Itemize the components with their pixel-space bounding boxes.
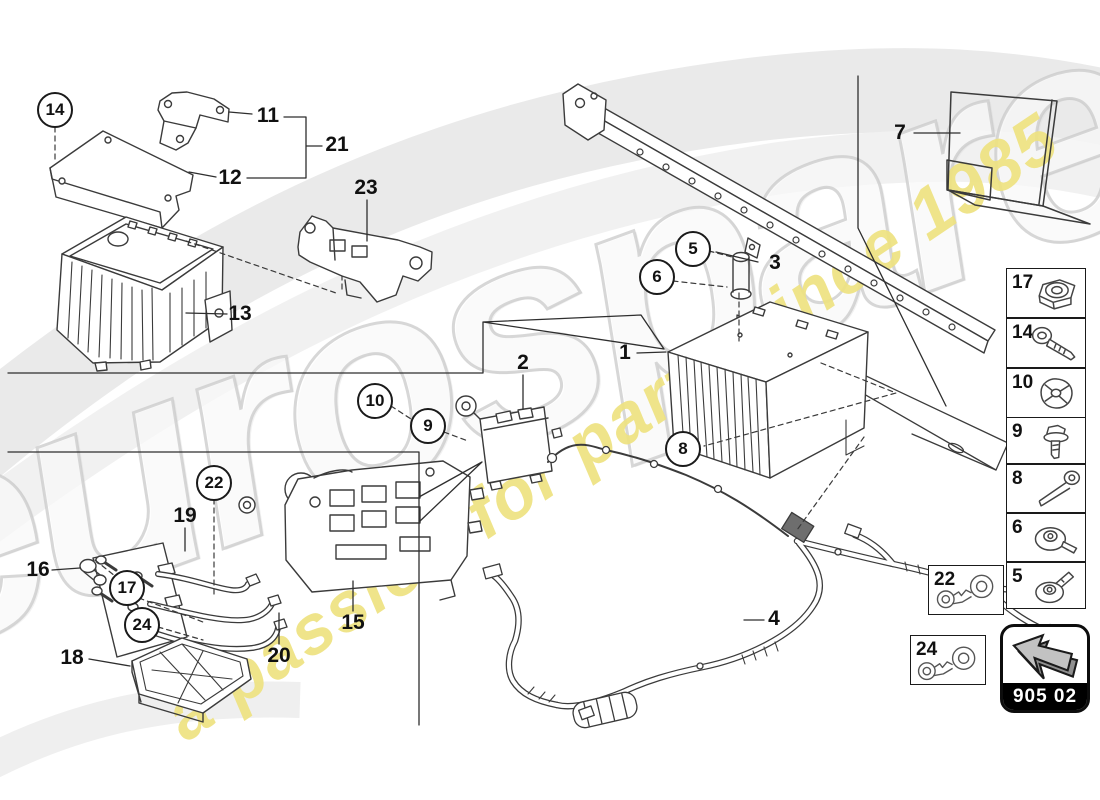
- part-label-23[interactable]: 23: [354, 176, 378, 199]
- module-wire: [546, 443, 789, 537]
- part-label-3[interactable]: 3: [769, 251, 781, 274]
- callout-circle-17[interactable]: 17: [109, 570, 145, 606]
- part-label-15[interactable]: 15: [341, 611, 365, 634]
- control-module-part-2: [455, 395, 563, 491]
- part-label-21[interactable]: 21: [325, 133, 349, 156]
- part-group-code: 905 02: [1003, 683, 1087, 710]
- callout-circle-22[interactable]: 22: [196, 465, 232, 501]
- aux-number: 22: [934, 569, 956, 590]
- washer-screw-icon: [1035, 571, 1075, 604]
- part-label-4[interactable]: 4: [768, 607, 780, 630]
- legend-number: 8: [1012, 468, 1023, 489]
- housing-part-13: [56, 216, 233, 372]
- lock-nut-icon: [1038, 279, 1076, 310]
- legend-box-14[interactable]: 14: [1006, 318, 1086, 368]
- legend-number: 10: [1012, 372, 1034, 393]
- callout-circle-24[interactable]: 24: [124, 607, 160, 643]
- ring-terminal-icon: [936, 574, 994, 609]
- legend-box-9[interactable]: 9: [1006, 417, 1086, 464]
- bracket-part-11: [157, 91, 230, 151]
- part-label-16[interactable]: 16: [26, 558, 50, 581]
- dashed-leader-lines: [54, 126, 897, 641]
- tray-part-18: [131, 637, 252, 723]
- back-arrow-icon: [1012, 633, 1079, 680]
- part-label-2[interactable]: 2: [517, 351, 529, 374]
- legend-number: 14: [1012, 322, 1034, 343]
- screw-part-16: [79, 558, 107, 586]
- washer-screw-icon: [1034, 526, 1078, 554]
- aux-box-22[interactable]: 22: [928, 565, 1004, 615]
- legend-box-6[interactable]: 6: [1006, 513, 1086, 562]
- cover-part-12: [49, 130, 194, 229]
- leader-lines: [7, 75, 961, 726]
- pan-head-screw-icon: [1031, 326, 1076, 361]
- aux-number: 24: [916, 639, 938, 660]
- part-label-1[interactable]: 1: [619, 341, 631, 364]
- panel-part-7: [946, 91, 1091, 225]
- frame-rail: [562, 83, 996, 354]
- legend-number: 17: [1012, 272, 1034, 293]
- part-label-20[interactable]: 20: [267, 644, 291, 667]
- part-label-12[interactable]: 12: [218, 166, 242, 189]
- carrier-part-23: [297, 215, 433, 303]
- flange-bolt-icon: [1043, 424, 1069, 460]
- long-bolt-icon: [1038, 470, 1081, 507]
- callout-circle-8[interactable]: 8: [665, 431, 701, 467]
- cap-nut-icon: [1040, 378, 1073, 409]
- part-label-11[interactable]: 11: [256, 104, 280, 127]
- aux-box-24[interactable]: 24: [910, 635, 986, 685]
- legend-number: 5: [1012, 566, 1023, 587]
- callout-circle-5[interactable]: 5: [675, 231, 711, 267]
- legend-box-5[interactable]: 5: [1006, 562, 1086, 609]
- legend-number: 9: [1012, 421, 1023, 442]
- part-label-19[interactable]: 19: [173, 504, 197, 527]
- cables-part-20: [143, 571, 288, 652]
- legend-number: 6: [1012, 517, 1023, 538]
- part-group-badge[interactable]: 905 02: [1000, 624, 1090, 713]
- legend-box-10[interactable]: 10: [1006, 368, 1086, 418]
- part-label-18[interactable]: 18: [60, 646, 84, 669]
- ring-terminal-icon: [917, 646, 976, 681]
- part-label-7[interactable]: 7: [894, 121, 906, 144]
- legend-box-17[interactable]: 17: [1006, 268, 1086, 318]
- legend-box-8[interactable]: 8: [1006, 464, 1086, 513]
- part-label-13[interactable]: 13: [228, 302, 252, 325]
- callout-circle-14[interactable]: 14: [37, 92, 73, 128]
- electronics-box-part-1: [667, 301, 869, 479]
- callout-circle-10[interactable]: 10: [357, 383, 393, 419]
- callout-circle-6[interactable]: 6: [639, 259, 675, 295]
- callout-circle-9[interactable]: 9: [410, 408, 446, 444]
